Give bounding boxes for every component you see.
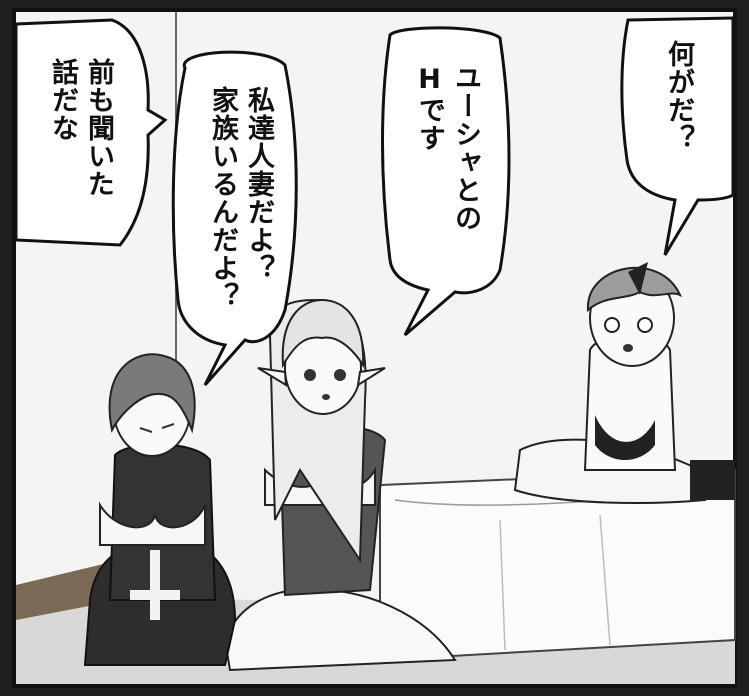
speech-bubble-2 [171, 50, 298, 386]
speech-text-1: 前も聞いた 話だな [47, 58, 114, 198]
speech-text-3: ユーシャとの Hです [414, 64, 481, 232]
bed-sheet-crease [599, 514, 611, 646]
speech-text-4: 何がだ？ [663, 40, 694, 152]
character-right [513, 262, 735, 504]
speech-bubble-1 [14, 18, 168, 247]
speech-bubble-4 [620, 16, 735, 256]
bed-sheet-crease [499, 519, 506, 651]
character-left [83, 353, 237, 666]
speech-text-2: 私達人妻だよ？ 家族いるんだよ？ [207, 86, 274, 310]
speech-bubble-3 [381, 26, 511, 337]
character-middle [223, 298, 457, 672]
